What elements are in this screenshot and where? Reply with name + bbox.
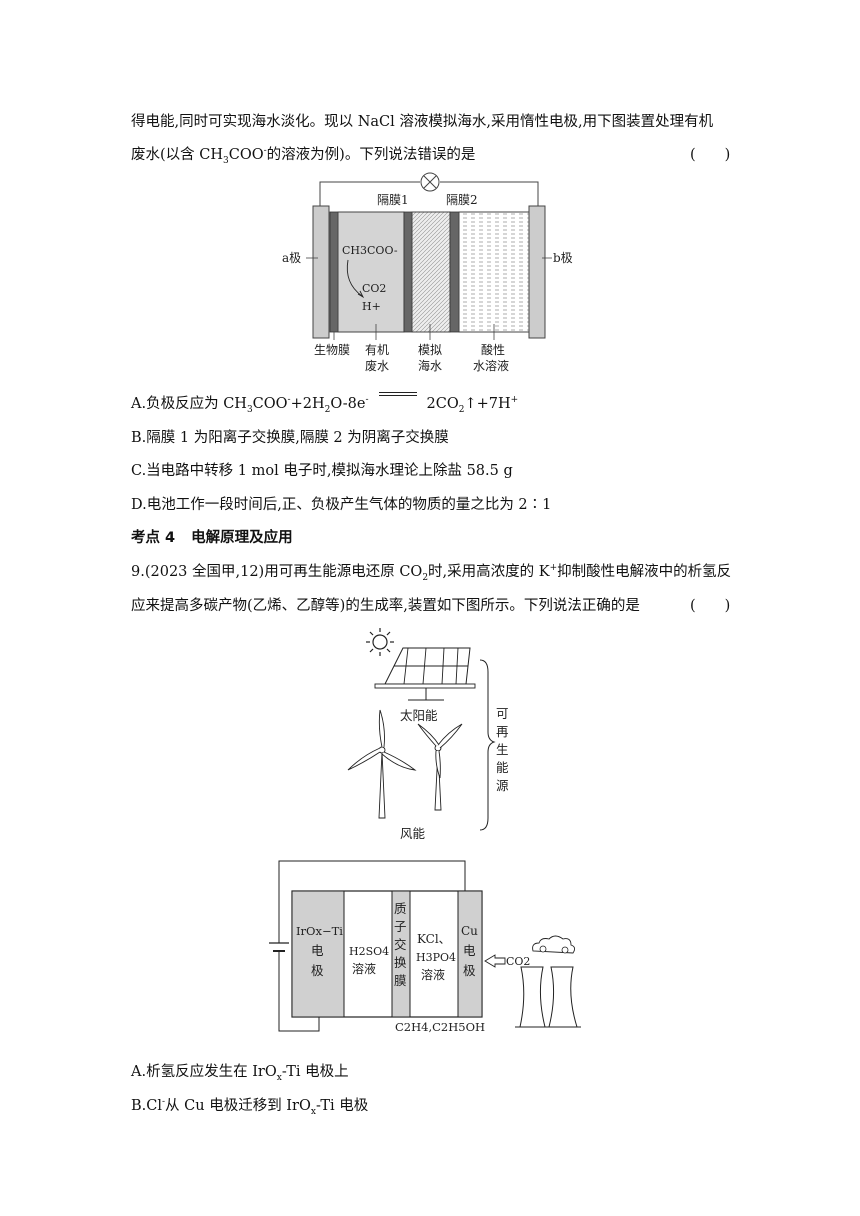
svg-text:换: 换: [394, 955, 407, 970]
arrow-left-icon: [484, 954, 506, 968]
svg-text:源: 源: [496, 778, 509, 793]
electrode-irox-ti: [291, 890, 345, 1018]
label-seawater-1: 模拟: [418, 343, 442, 357]
q8-answer-paren: ( ): [690, 147, 731, 163]
ion-h: H+: [362, 300, 381, 313]
label-acid-2: 水溶液: [473, 358, 509, 373]
svg-text:质: 质: [394, 901, 407, 916]
chamber-organic-waste: [337, 211, 405, 333]
ion-co2: CO2: [362, 282, 386, 295]
svg-text:能: 能: [496, 760, 509, 775]
svg-text:H2SO4: H2SO4: [349, 945, 389, 958]
electrode-a: [312, 205, 330, 339]
ion-acetate: CH3COO-: [342, 244, 398, 257]
label-products: C2H4,C2H5OH: [395, 1020, 485, 1034]
label-solar: 太阳能: [400, 708, 438, 723]
wind-turbine-icon: [347, 709, 417, 819]
svg-text:电: 电: [311, 943, 324, 958]
svg-text:溶液: 溶液: [421, 967, 445, 982]
membrane-1: [403, 211, 413, 333]
svg-text:再: 再: [496, 724, 509, 739]
label-acid-1: 酸性: [481, 342, 505, 357]
q9-option-b: B.Cl-从 Cu 电极迁移到 IrOx-Ti 电极: [131, 1097, 369, 1117]
sun-icon: [366, 628, 394, 656]
intro-line-1: 得电能,同时可实现海水淡化。现以 NaCl 溶液模拟海水,采用惰性电极,用下图装…: [131, 114, 714, 130]
svg-text:生: 生: [496, 742, 509, 757]
svg-text:H3PO4: H3PO4: [416, 951, 456, 964]
factory-icon: [515, 935, 581, 1028]
q8-option-a: A.负极反应为 CH3COO-+2H2O-8e-2CO2↑+7H+: [131, 392, 519, 415]
brace-icon: [479, 659, 496, 831]
chamber-simulated-seawater: [411, 211, 451, 333]
wind-turbine-icon: [417, 723, 463, 811]
label-electrode-b: b极: [553, 251, 573, 265]
label-organic-waste-2: 废水: [365, 358, 389, 373]
svg-text:IrOx−Ti: IrOx−Ti: [296, 924, 343, 938]
equals-sign-icon: [378, 392, 417, 410]
q9-line-2: 应来提高多碳产物(乙烯、乙醇等)的生成率,装置如下图所示。下列说法正确的是: [131, 598, 640, 614]
svg-text:极: 极: [463, 963, 476, 978]
svg-text:交: 交: [394, 937, 407, 952]
label-membrane-1: 隔膜1: [377, 193, 409, 207]
electrode-b: [528, 205, 546, 339]
figure-desalination-cell: 隔膜1 隔膜2 a极 b极 CH3COO- CO2 H+ 生物膜 有机 废水 模…: [282, 172, 573, 373]
figure-electrolysis-cell: IrOx−Ti 电 极 H2SO4 溶液 质 子 交 换 膜 KCl、 H3PO…: [269, 860, 581, 1034]
battery-icon: [269, 942, 289, 952]
q9-option-a: A.析氢反应发生在 IrOx-Ti 电极上: [131, 1064, 349, 1083]
svg-text:电: 电: [463, 943, 476, 958]
svg-text:CO2: CO2: [506, 955, 530, 968]
label-membrane-2: 隔膜2: [446, 193, 478, 207]
q8-option-b: B.隔膜 1 为阳离子交换膜,隔膜 2 为阴离子交换膜: [131, 430, 449, 446]
label-biofilm: 生物膜: [314, 343, 350, 357]
q8-option-d: D.电池工作一段时间后,正、负极产生气体的物质的量之比为 2∶1: [131, 497, 552, 513]
svg-text:KCl、: KCl、: [417, 932, 451, 946]
label-organic-waste-1: 有机: [365, 343, 389, 357]
svg-text:膜: 膜: [394, 973, 407, 988]
svg-text:可: 可: [496, 706, 509, 721]
solar-panel-icon: [374, 647, 476, 701]
svg-text:子: 子: [394, 919, 407, 934]
proton-exchange-membrane: [391, 890, 411, 1018]
q9-line-1: 9.(2023 全国甲,12)用可再生能源电还原 CO2时,采用高浓度的 K+抑…: [131, 563, 732, 583]
svg-text:极: 极: [311, 963, 324, 978]
renewable-label: 可 再 生 能 源: [496, 706, 509, 793]
reaction-arrow-icon: [346, 259, 363, 297]
figure-renewable-energy: 太阳能 风能 可 再 生 能 源: [347, 628, 509, 841]
q9-answer-paren: ( ): [690, 598, 731, 614]
label-seawater-2: 海水: [418, 358, 442, 373]
label-electrode-a: a极: [282, 251, 301, 265]
q8-option-c: C.当电路中转移 1 mol 电子时,模拟海水理论上除盐 58.5 g: [131, 463, 513, 479]
chamber-acidic-solution: [458, 211, 530, 333]
electrode-cu: [457, 890, 483, 1018]
intro-line-2: 废水(以含 CH3COO-的溶液为例)。下列说法错误的是: [131, 146, 476, 166]
membrane-2: [449, 211, 460, 333]
svg-text:Cu: Cu: [461, 924, 478, 938]
biofilm: [329, 211, 339, 333]
label-wind: 风能: [400, 826, 426, 841]
svg-text:溶液: 溶液: [352, 961, 376, 976]
